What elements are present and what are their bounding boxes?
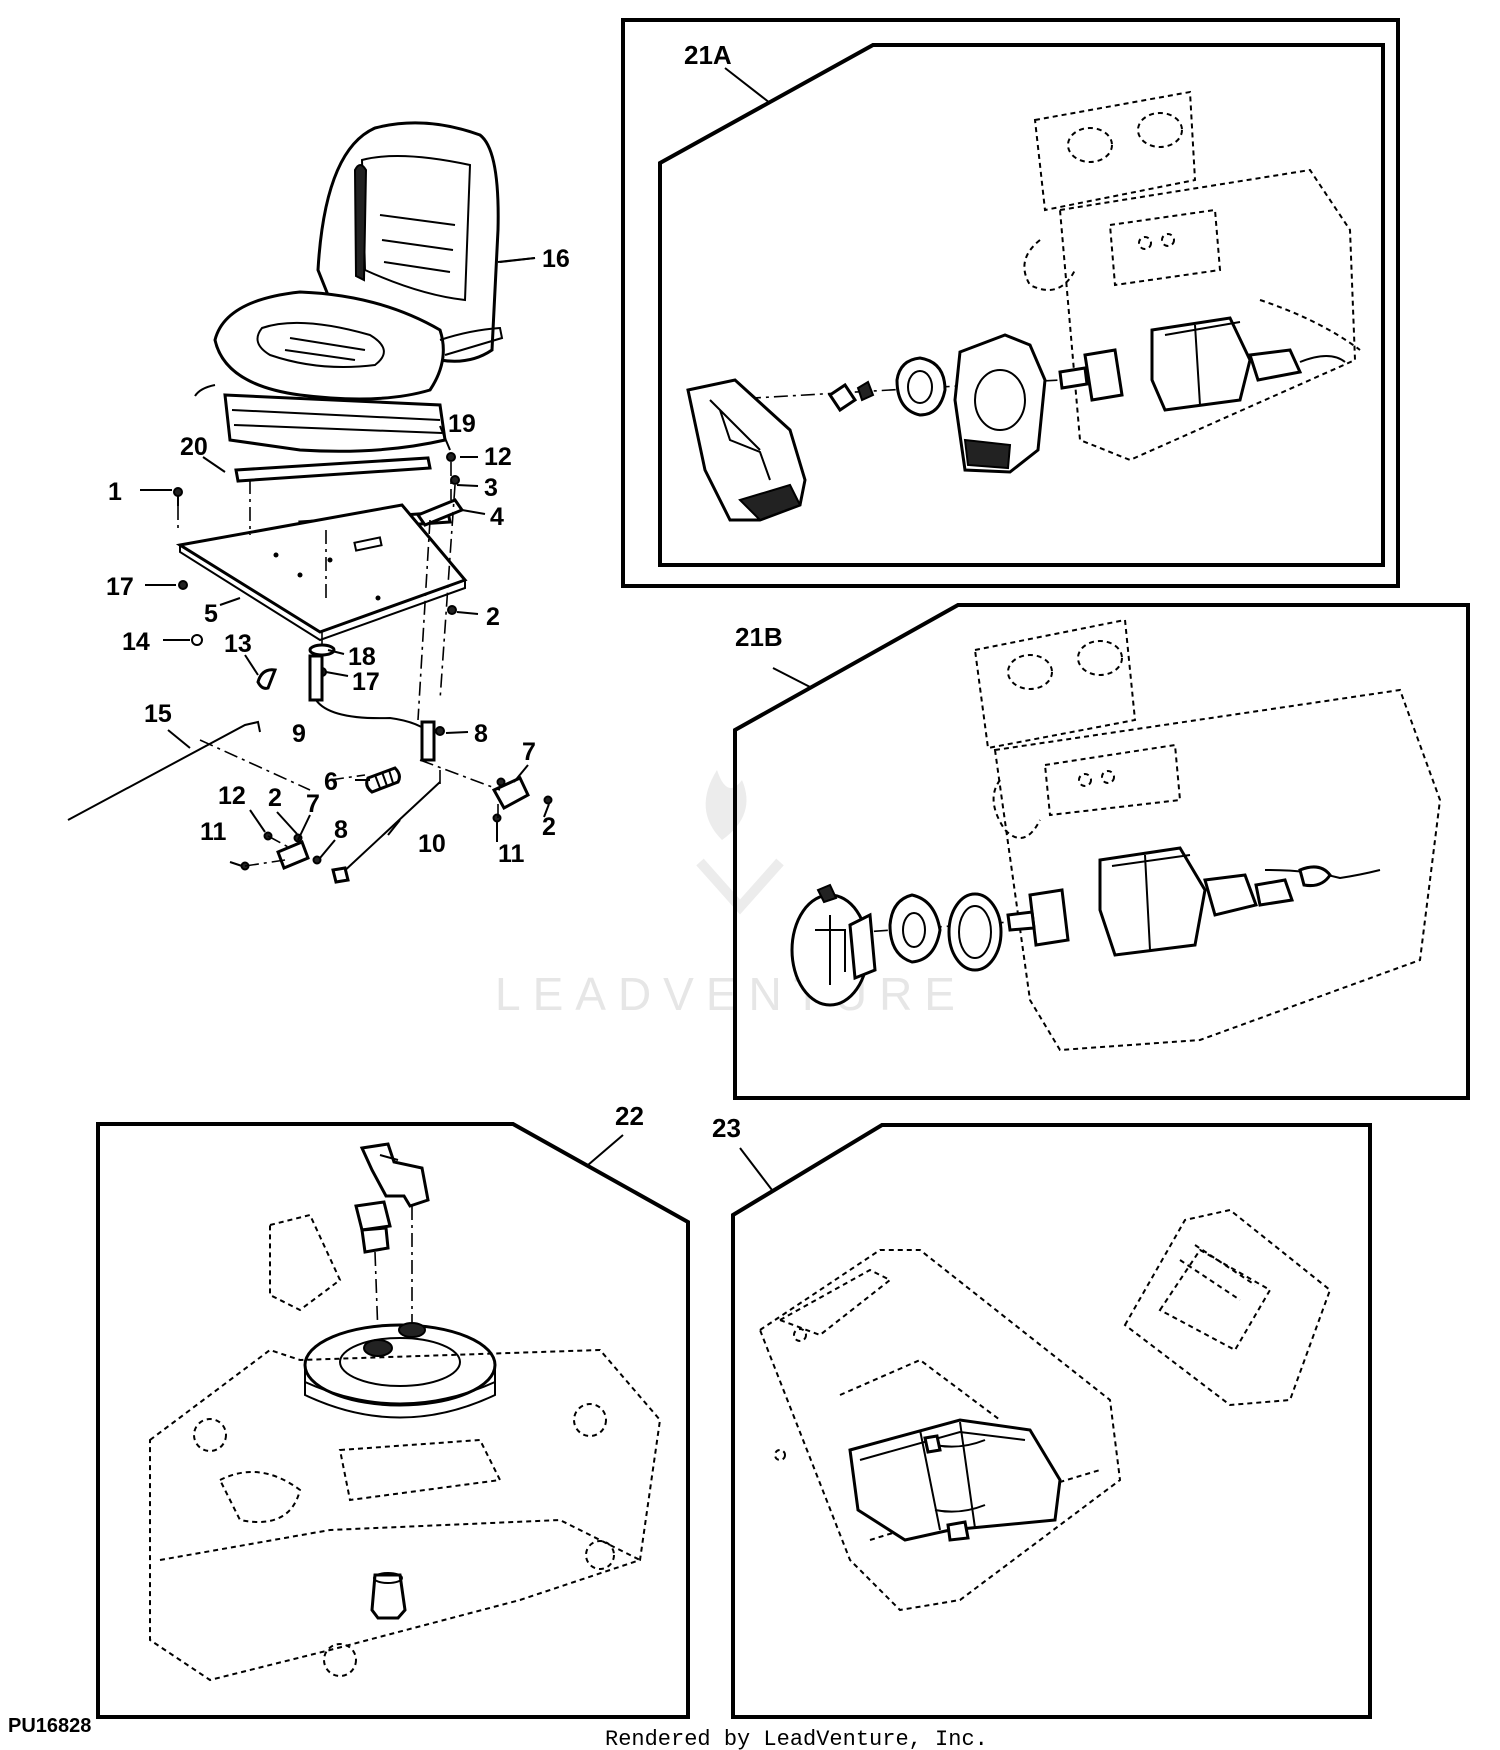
callout-8-lower: 8: [334, 816, 348, 844]
callout-20: 20: [180, 433, 208, 461]
slide-rail-left: [234, 456, 432, 483]
callout-14: 14: [122, 628, 150, 656]
callout-7-left: 7: [306, 790, 320, 818]
watermark-text: LEADVENTURE: [495, 968, 967, 1020]
callout-12-upper: 12: [484, 443, 512, 471]
assembly-lines: [177, 462, 501, 867]
callout-2-lower: 2: [268, 784, 282, 812]
callout-18: 18: [348, 643, 376, 671]
callout-4: 4: [490, 503, 504, 531]
bezel-21a: [953, 333, 1047, 474]
seat-callout-labels: 16 19 20 12 1 3 4 17 5 2 14 13 18 17 15 …: [106, 245, 570, 868]
lever-bracket: [308, 654, 324, 702]
callout-21a: 21A: [684, 40, 732, 70]
clip-13: [256, 668, 278, 690]
callout-17-right: 17: [352, 668, 380, 696]
callout-13: 13: [224, 630, 252, 658]
callout-2-right-lower: 2: [542, 813, 556, 841]
figure-id: PU16828: [8, 1715, 91, 1737]
callout-23: 23: [712, 1113, 741, 1143]
connector-21a: [1150, 316, 1252, 412]
bracket-7-left: [276, 840, 310, 870]
bracket-7-right: [491, 776, 530, 811]
star-washer-21b: [947, 892, 1003, 972]
plug-fitting: [354, 1200, 392, 1232]
inset-22-frame: [96, 1122, 690, 1719]
inset-21b: 21B: [733, 603, 1470, 1100]
callout-12-lower: 12: [218, 782, 246, 810]
callout-15: 15: [144, 700, 172, 728]
seat-cushion: [213, 290, 445, 401]
connector-21b: [1098, 846, 1207, 957]
inset-23: 23: [712, 1113, 1372, 1719]
callout-17-left: 17: [106, 573, 134, 601]
callout-5: 5: [204, 600, 218, 628]
callout-6: 6: [324, 768, 338, 796]
callout-16: 16: [542, 245, 570, 273]
callout-7-right: 7: [522, 738, 536, 766]
callout-11-right: 11: [498, 840, 525, 868]
inset-21a: 21A: [621, 18, 1400, 588]
callout-1: 1: [108, 478, 122, 506]
callout-11-left: 11: [200, 818, 227, 846]
inset-22: 22: [96, 1101, 690, 1719]
inset-21b-frame: [733, 603, 1470, 1100]
callout-3: 3: [484, 474, 498, 502]
cable-10: [339, 781, 441, 876]
callout-10: 10: [418, 830, 446, 858]
rod-15: [67, 720, 261, 821]
inset-23-frame: [731, 1123, 1372, 1719]
elbow-fitting: [359, 1142, 430, 1208]
callout-8-upper: 8: [474, 720, 488, 748]
callout-22: 22: [615, 1101, 644, 1131]
nut-21a: [895, 356, 947, 417]
module-23: [848, 1418, 1062, 1542]
seat-suspension: [223, 393, 447, 453]
watermark: LEADVENTURE: [495, 770, 967, 1020]
render-credit: Rendered by LeadVenture, Inc.: [605, 1727, 988, 1750]
seat-assembly: 16 19 20 12 1 3 4 17 5 2 14 13 18 17 15 …: [67, 121, 570, 884]
callout-2-right: 2: [486, 603, 500, 631]
inset-21a-outer-frame: [621, 18, 1400, 588]
spring-6: [365, 766, 401, 794]
callout-21b: 21B: [735, 622, 783, 652]
seat-leaders: [140, 257, 550, 867]
callout-9: 9: [292, 720, 306, 748]
nut-21b: [888, 893, 942, 964]
inset-21a-inner-frame: [658, 43, 1385, 567]
callout-19: 19: [448, 410, 476, 438]
